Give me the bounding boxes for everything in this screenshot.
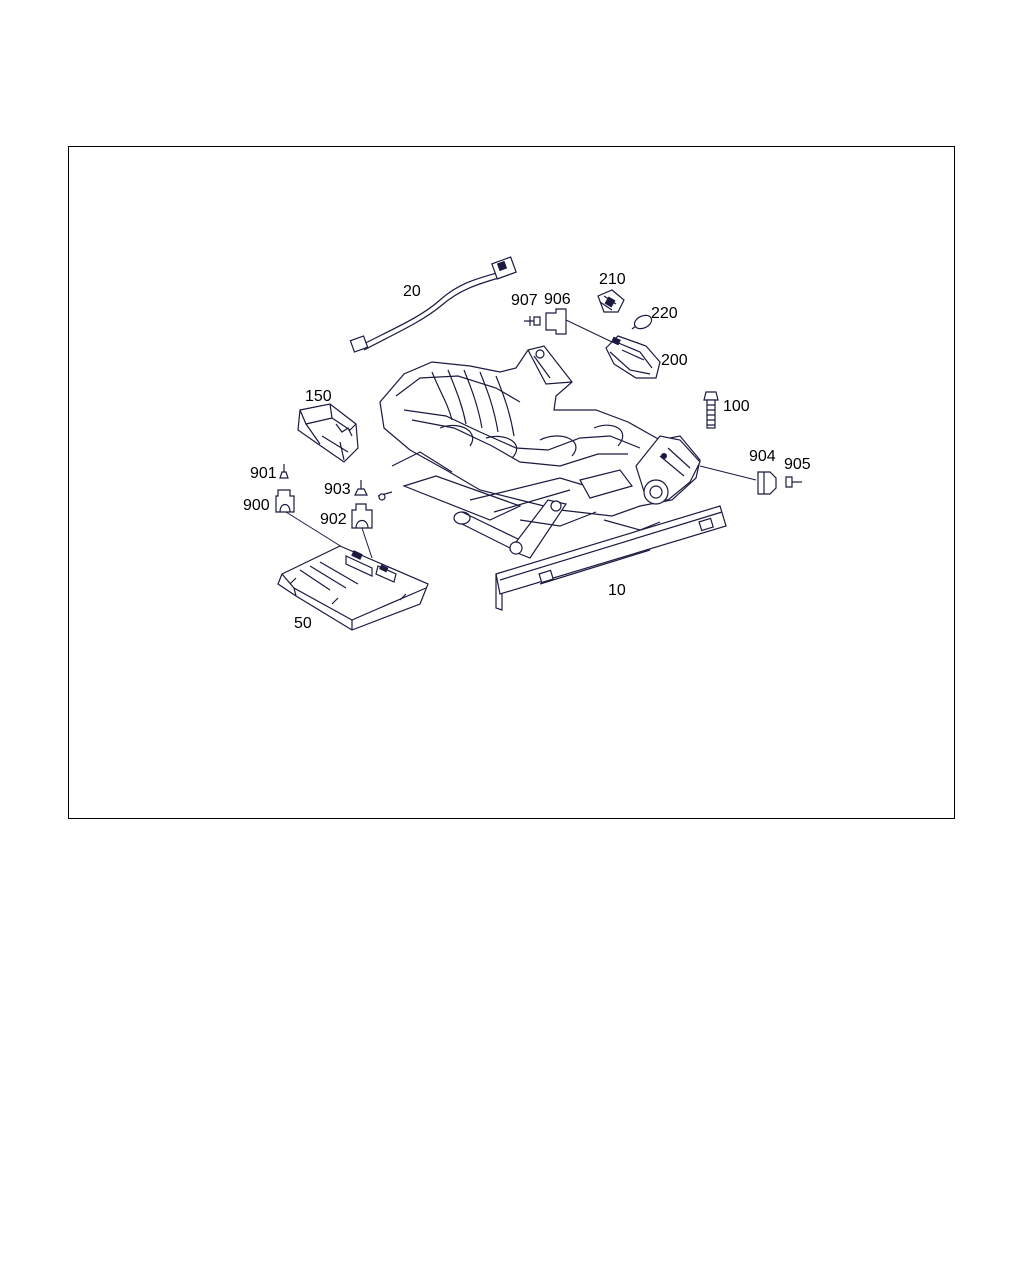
- diagram-frame: [68, 146, 955, 819]
- label-900: 900: [243, 497, 270, 514]
- label-904: 904: [749, 448, 776, 465]
- label-220: 220: [651, 305, 678, 322]
- part-900-clip[interactable]: [275, 489, 295, 513]
- part-100-bolt[interactable]: [703, 391, 719, 429]
- label-200: 200: [661, 352, 688, 369]
- part-905-screw[interactable]: [785, 476, 802, 488]
- label-901: 901: [250, 465, 277, 482]
- part-220-bulb[interactable]: [631, 313, 654, 331]
- part-10-seat-frame[interactable]: [377, 345, 727, 611]
- label-902: 902: [320, 511, 347, 528]
- part-20-wiring-harness[interactable]: [349, 256, 517, 353]
- label-903: 903: [324, 481, 351, 498]
- leader-904: [699, 465, 757, 481]
- part-904-bushing[interactable]: [757, 471, 777, 495]
- label-905: 905: [784, 456, 811, 473]
- label-50: 50: [294, 615, 312, 632]
- label-210: 210: [599, 271, 626, 288]
- part-907-screw[interactable]: [524, 316, 541, 326]
- label-20: 20: [403, 283, 421, 300]
- label-10: 10: [608, 582, 626, 599]
- label-906: 906: [544, 291, 571, 308]
- part-210-switch[interactable]: [597, 289, 625, 313]
- part-903-screw[interactable]: [354, 480, 368, 496]
- label-150: 150: [305, 388, 332, 405]
- part-150-switch-block[interactable]: [297, 403, 359, 463]
- part-901-screw[interactable]: [279, 464, 289, 479]
- label-907: 907: [511, 292, 538, 309]
- part-906-bracket[interactable]: [545, 308, 567, 335]
- leader-900: [285, 511, 351, 553]
- part-200-light-housing[interactable]: [605, 335, 661, 379]
- part-902-clip[interactable]: [351, 503, 373, 529]
- leader-906: [565, 319, 613, 343]
- leader-902: [361, 527, 373, 559]
- part-50-control-module[interactable]: [277, 545, 429, 631]
- label-100: 100: [723, 398, 750, 415]
